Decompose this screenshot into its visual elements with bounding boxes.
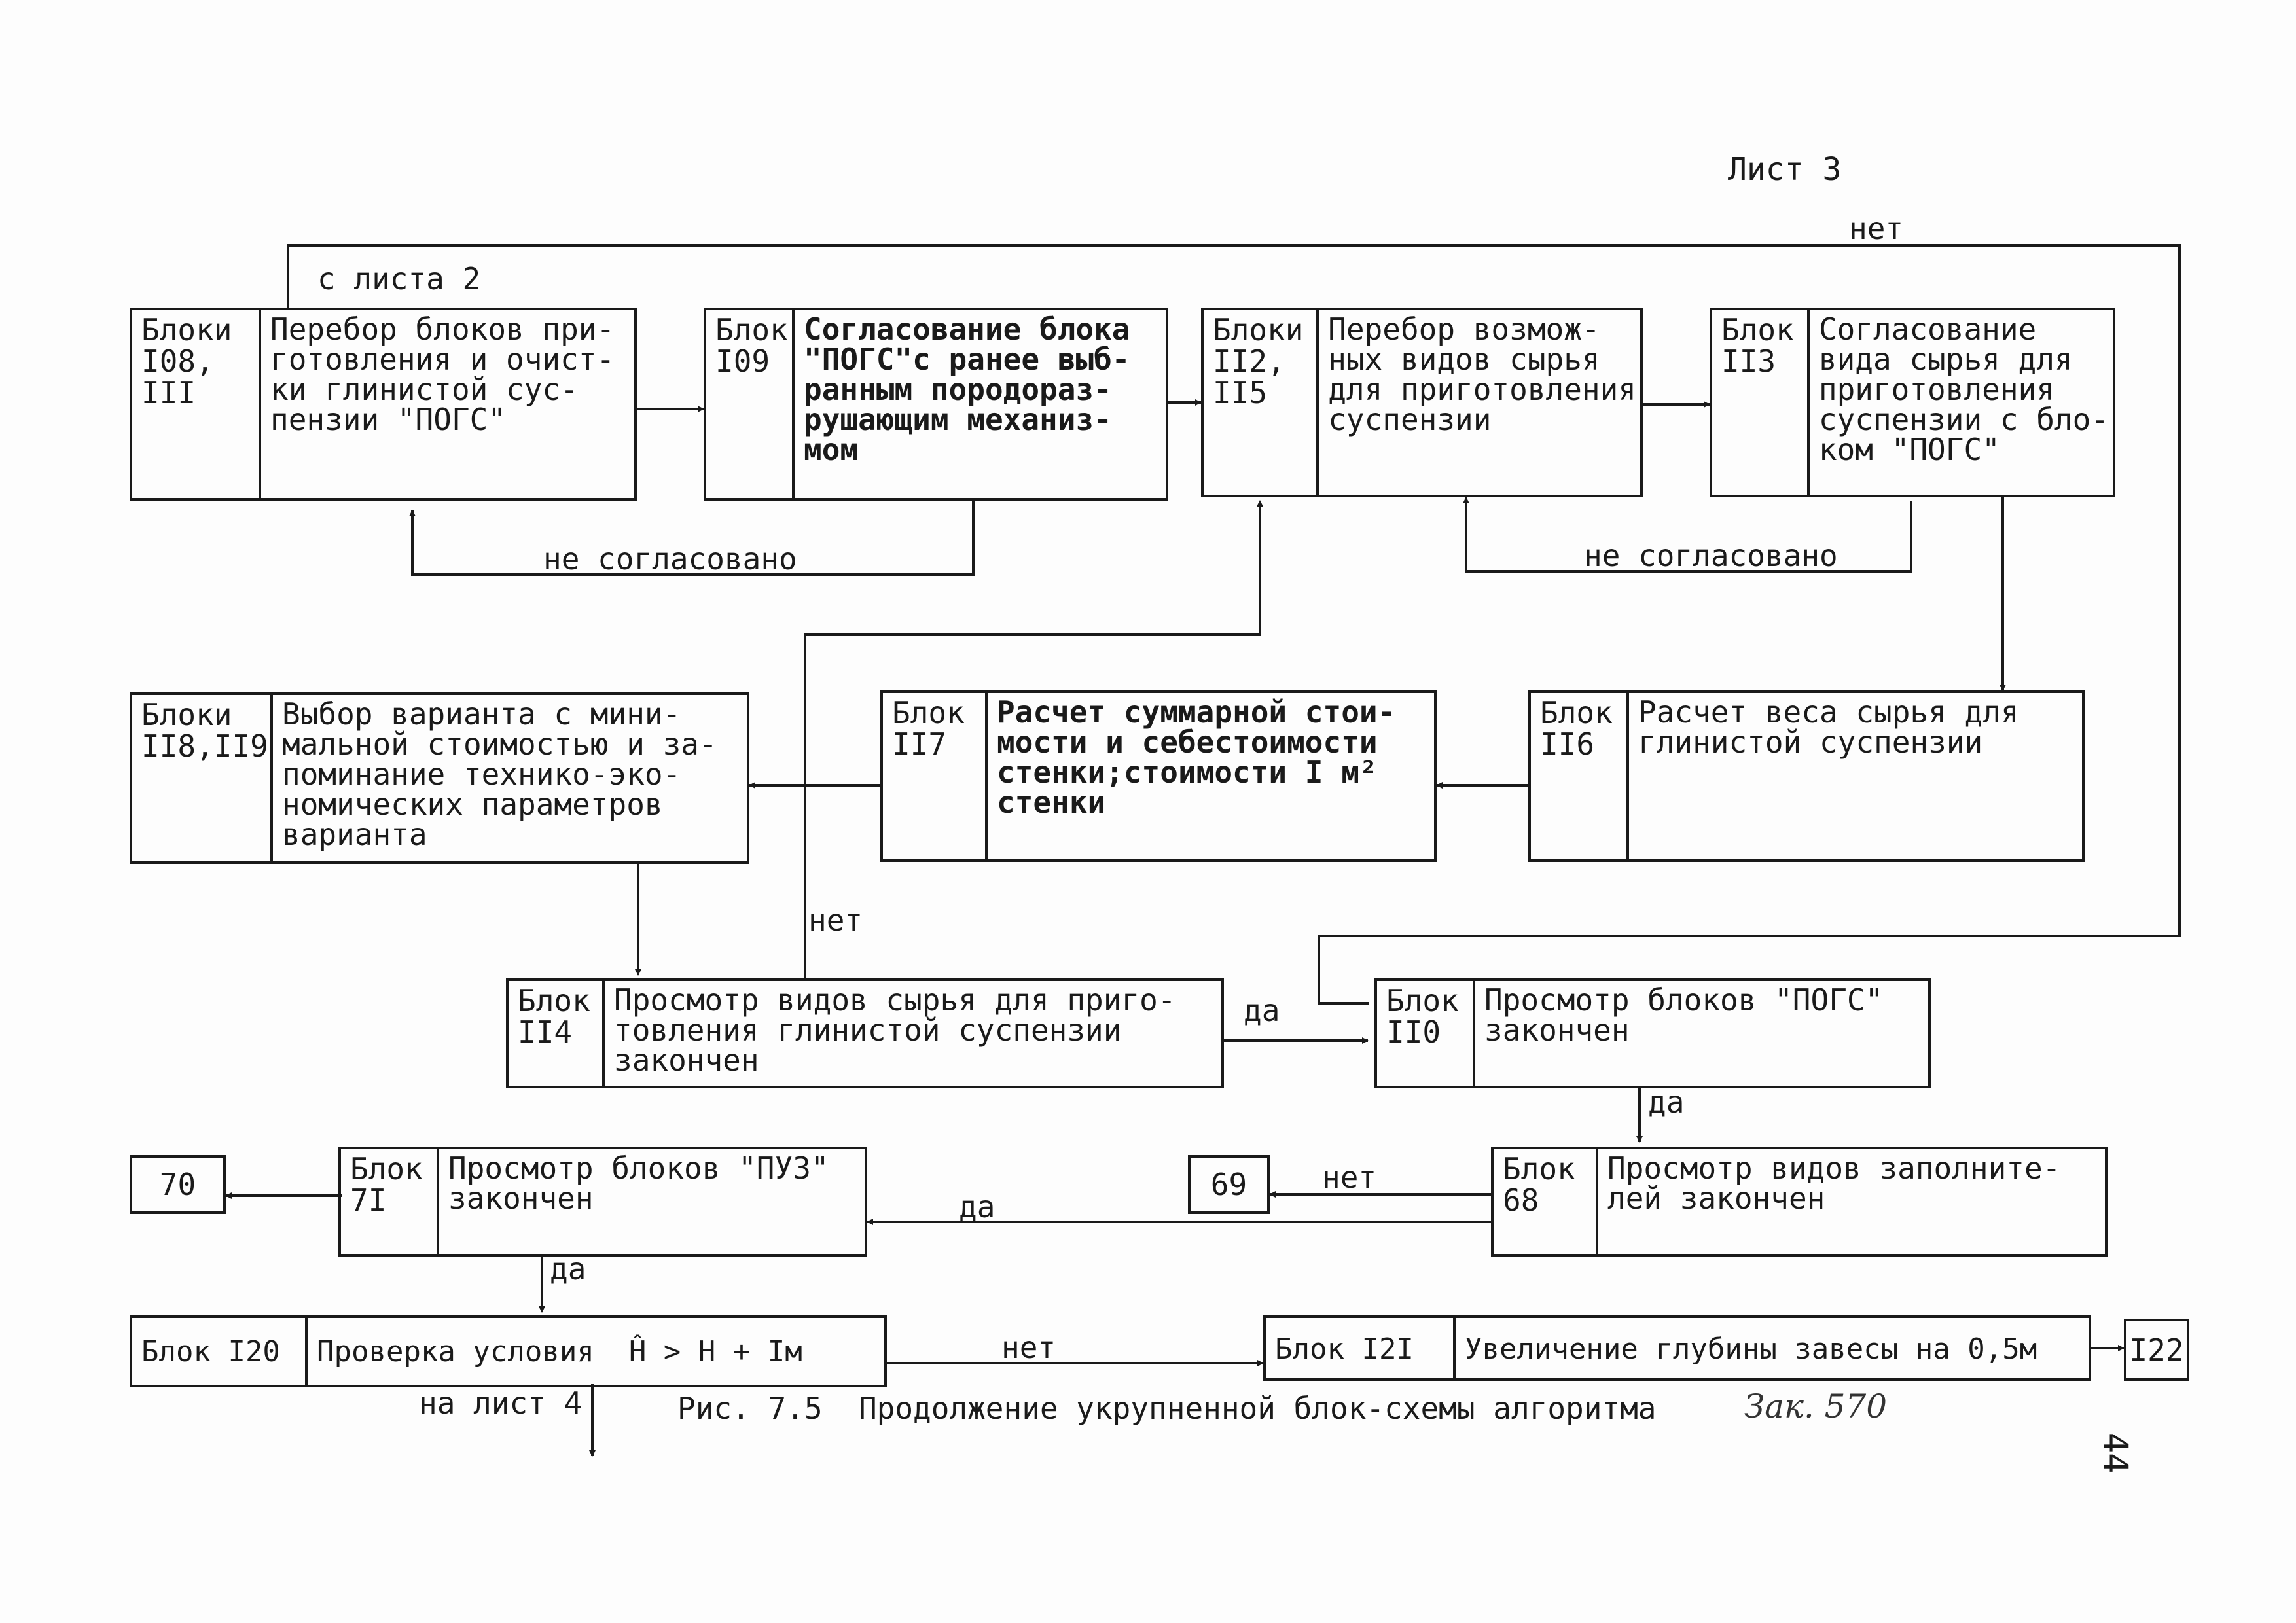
label-no-68: нет <box>1322 1160 1377 1195</box>
line-from-sheet2 <box>287 244 2181 1005</box>
block-id: Блок 68 <box>1494 1149 1598 1254</box>
block-text: Увеличение глубины завесы на 0,5м <box>1465 1332 2037 1366</box>
block-id: Блок II0 <box>1377 981 1475 1086</box>
block-114: Блок II4 Просмотр видов сырья для приго-… <box>506 978 1224 1088</box>
page-number: 44 <box>2095 1432 2135 1474</box>
line-109-notagreed <box>409 501 975 576</box>
block-text: Выбор варианта с мини- мальной стоимость… <box>282 696 717 852</box>
label-no-114: нет <box>808 902 863 938</box>
label-yes-71: да <box>550 1251 586 1287</box>
block-text: Расчет веса сырья для глинистой суспензи… <box>1638 694 2019 760</box>
block-120: Блок I20 Проверка условия Ĥ > H + Iм <box>130 1315 887 1387</box>
connector-70: 70 <box>130 1155 226 1214</box>
connector-69: 69 <box>1188 1155 1270 1214</box>
block-id: Блок I20 <box>132 1318 308 1385</box>
block-text: Просмотр блоков "ПОГС" закончен <box>1484 982 1884 1048</box>
sheet-label: Лист 3 <box>1728 151 1842 188</box>
block-112-115: Блоки II2, II5 Перебор возмож- ных видов… <box>1201 308 1643 497</box>
block-id: Блоки I08, III <box>132 310 261 498</box>
block-text: Согласование вида сырья для приготовлени… <box>1818 312 2109 467</box>
block-text: Проверка условия Ĥ > H + Iм <box>317 1335 802 1368</box>
line-113-notagreed <box>1463 497 1912 573</box>
label-yes-110: да <box>1648 1084 1685 1120</box>
block-id: Блок II7 <box>883 693 988 859</box>
block-121: Блок I2I Увеличение глубины завесы на 0,… <box>1263 1315 2091 1381</box>
label-not-agreed-109: не согласовано <box>543 541 797 577</box>
label-yes-68: да <box>959 1189 996 1224</box>
block-id: Блок II6 <box>1531 693 1629 859</box>
block-text: Просмотр видов заполните- лей закончен <box>1607 1150 2061 1216</box>
label-not-agreed-113: не согласовано <box>1584 538 1838 573</box>
label-yes-114: да <box>1244 993 1280 1028</box>
block-id: Блоки II8,II9 <box>132 695 273 861</box>
block-id: Блок II4 <box>509 981 605 1086</box>
block-71: Блок 7I Просмотр блоков "ПУЗ" закончен <box>338 1147 867 1257</box>
block-68: Блок 68 Просмотр видов заполните- лей за… <box>1491 1147 2108 1257</box>
block-109: Блок I09 Согласование блока "ПОГС"с ране… <box>704 308 1168 501</box>
block-id: Блок 7I <box>341 1149 439 1254</box>
block-117: Блок II7 Расчет суммарной стои- мости и … <box>880 690 1437 862</box>
label-no-top: нет <box>1849 211 1904 246</box>
block-text: Расчет суммарной стои- мости и себестоим… <box>997 694 1396 820</box>
label-to-sheet4: на лист 4 <box>419 1385 583 1421</box>
block-118-119: Блоки II8,II9 Выбор варианта с мини- мал… <box>130 692 749 864</box>
block-text: Просмотр блоков "ПУЗ" закончен <box>448 1150 829 1216</box>
label-no-120: нет <box>1001 1330 1056 1365</box>
block-id: Блок I2I <box>1266 1318 1456 1378</box>
block-110: Блок II0 Просмотр блоков "ПОГС" закончен <box>1374 978 1931 1088</box>
block-text: Просмотр видов сырья для приго- товления… <box>614 982 1176 1078</box>
line-114-no <box>804 500 1263 978</box>
label-from-sheet2: с листа 2 <box>317 261 481 296</box>
block-108-111: Блоки I08, III Перебор блоков при- готов… <box>130 308 637 501</box>
figure-caption: Рис. 7.5 Продолжение укрупненной блок-сх… <box>677 1391 1657 1426</box>
handwritten-note: Зак. 570 <box>1744 1387 1888 1425</box>
block-text: Перебор возмож- ных видов сырья для приг… <box>1328 312 1636 437</box>
connector-122: I22 <box>2124 1319 2189 1381</box>
block-text: Согласование блока "ПОГС"с ранее выб- ра… <box>804 312 1130 467</box>
block-text: Перебор блоков при- готовления и очист- … <box>270 312 615 437</box>
block-id: Блок I09 <box>706 310 795 498</box>
block-id: Блоки II2, II5 <box>1204 310 1319 495</box>
block-113: Блок II3 Согласование вида сырья для при… <box>1710 308 2115 497</box>
block-116: Блок II6 Расчет веса сырья для глинистой… <box>1528 690 2085 862</box>
block-id: Блок II3 <box>1712 310 1810 495</box>
